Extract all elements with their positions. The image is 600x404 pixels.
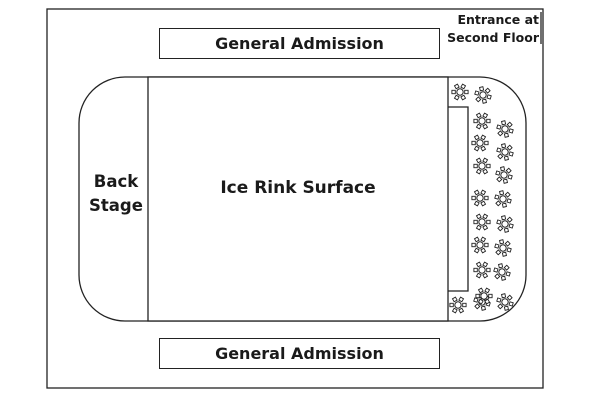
table-icon xyxy=(471,236,489,254)
table-icon xyxy=(496,143,514,161)
general-admission-top: General Admission xyxy=(159,28,440,59)
table-icon xyxy=(494,190,512,208)
back-stage-line2: Stage xyxy=(89,196,143,215)
seating-area-boundary xyxy=(448,106,469,292)
table-icon xyxy=(496,215,514,233)
entrance-label-line2: Second Floor xyxy=(447,30,539,45)
table-icon xyxy=(473,261,491,279)
building-outline xyxy=(46,8,544,389)
table-icon xyxy=(471,189,489,207)
table-icon xyxy=(473,157,491,175)
table-icon xyxy=(495,166,513,184)
table-icon xyxy=(473,213,491,231)
table-icon xyxy=(493,263,511,281)
back-stage-line1: Back xyxy=(93,172,139,191)
table-icon xyxy=(471,134,489,152)
table-icon xyxy=(473,112,491,130)
table-icon xyxy=(496,293,514,311)
ice-rink-surface xyxy=(147,76,449,322)
ice-rink-label: Ice Rink Surface xyxy=(220,178,376,198)
entrance-label-line1: Entrance at xyxy=(457,12,539,27)
table-icon xyxy=(474,86,492,104)
entrance-label: Entrance at Second Floor xyxy=(445,11,539,47)
table-icon xyxy=(496,120,514,138)
table-icon xyxy=(449,296,467,314)
table-icon xyxy=(494,239,512,257)
table-icon xyxy=(475,287,493,305)
tables-group xyxy=(449,83,514,314)
table-icon xyxy=(451,83,469,101)
back-stage-label: Back Stage xyxy=(84,170,148,218)
general-admission-bottom-label: General Admission xyxy=(215,344,384,363)
general-admission-top-label: General Admission xyxy=(215,34,384,53)
general-admission-bottom: General Admission xyxy=(159,338,440,369)
